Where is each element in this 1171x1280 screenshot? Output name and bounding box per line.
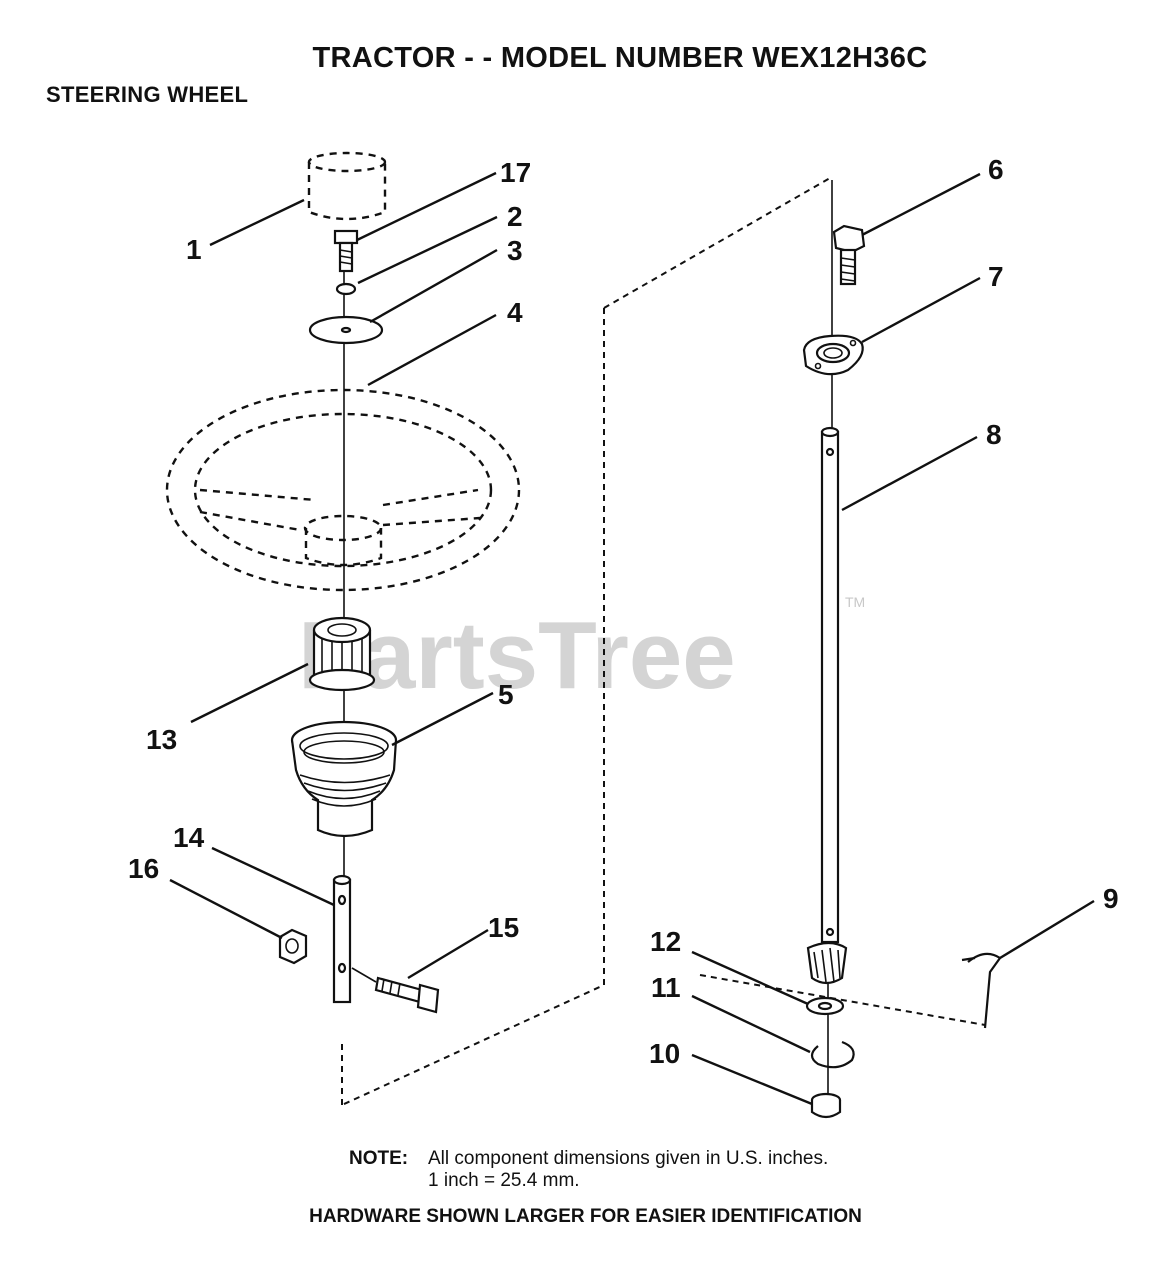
retaining-ring-part[interactable] bbox=[810, 1040, 855, 1069]
callout-14: 14 bbox=[173, 822, 205, 853]
callout-10: 10 bbox=[649, 1038, 680, 1069]
callout-9: 9 bbox=[1103, 883, 1119, 914]
lower-shaft-part[interactable] bbox=[332, 874, 352, 1004]
leader-lines bbox=[169, 171, 1095, 1106]
watermark-tm: TM bbox=[845, 594, 865, 610]
cap-bolt-part[interactable] bbox=[333, 229, 359, 273]
cotter-pin-part[interactable] bbox=[961, 952, 1002, 1029]
callout-7: 7 bbox=[988, 261, 1004, 292]
bushing-part[interactable] bbox=[810, 1092, 842, 1119]
callout-11: 11 bbox=[651, 972, 681, 1003]
shaft-bolt-part[interactable] bbox=[351, 967, 440, 1014]
callout-8: 8 bbox=[986, 419, 1002, 450]
callout-15: 15 bbox=[488, 912, 519, 943]
frame-outline bbox=[341, 177, 986, 1106]
steering-column-part[interactable] bbox=[820, 426, 840, 944]
callout-16: 16 bbox=[128, 853, 159, 884]
steering-cap-part[interactable] bbox=[307, 151, 387, 221]
hex-nut-part[interactable] bbox=[278, 928, 308, 965]
footer-note: HARDWARE SHOWN LARGER FOR EASIER IDENTIF… bbox=[309, 1206, 862, 1227]
note-line-1: All component dimensions given in U.S. i… bbox=[428, 1148, 829, 1169]
splined-adapter-part[interactable] bbox=[308, 616, 376, 692]
callout-13: 13 bbox=[146, 724, 177, 755]
note-line-2: 1 inch = 25.4 mm. bbox=[428, 1170, 580, 1191]
pinion-gear-part[interactable] bbox=[806, 941, 848, 985]
section-title: STEERING WHEEL bbox=[46, 82, 249, 107]
note-label: NOTE: bbox=[349, 1148, 409, 1169]
column-bolt-part[interactable] bbox=[832, 224, 866, 286]
callout-2: 2 bbox=[507, 201, 523, 232]
callout-5: 5 bbox=[498, 679, 514, 710]
steering-bellows-part[interactable] bbox=[290, 720, 398, 838]
callout-1: 1 bbox=[186, 234, 202, 265]
washer-part[interactable] bbox=[805, 996, 845, 1016]
callout-4: 4 bbox=[507, 297, 523, 328]
page-title: TRACTOR - - MODEL NUMBER WEX12H36C bbox=[312, 42, 928, 74]
callout-17: 17 bbox=[500, 157, 531, 188]
callout-6: 6 bbox=[988, 154, 1004, 185]
flat-washer-part[interactable] bbox=[308, 315, 384, 345]
callout-3: 3 bbox=[507, 235, 523, 266]
lock-washer-part[interactable] bbox=[335, 282, 357, 296]
callout-12: 12 bbox=[650, 926, 681, 957]
steering-wheel-part[interactable] bbox=[165, 388, 521, 592]
flange-bearing-part[interactable] bbox=[802, 334, 864, 376]
